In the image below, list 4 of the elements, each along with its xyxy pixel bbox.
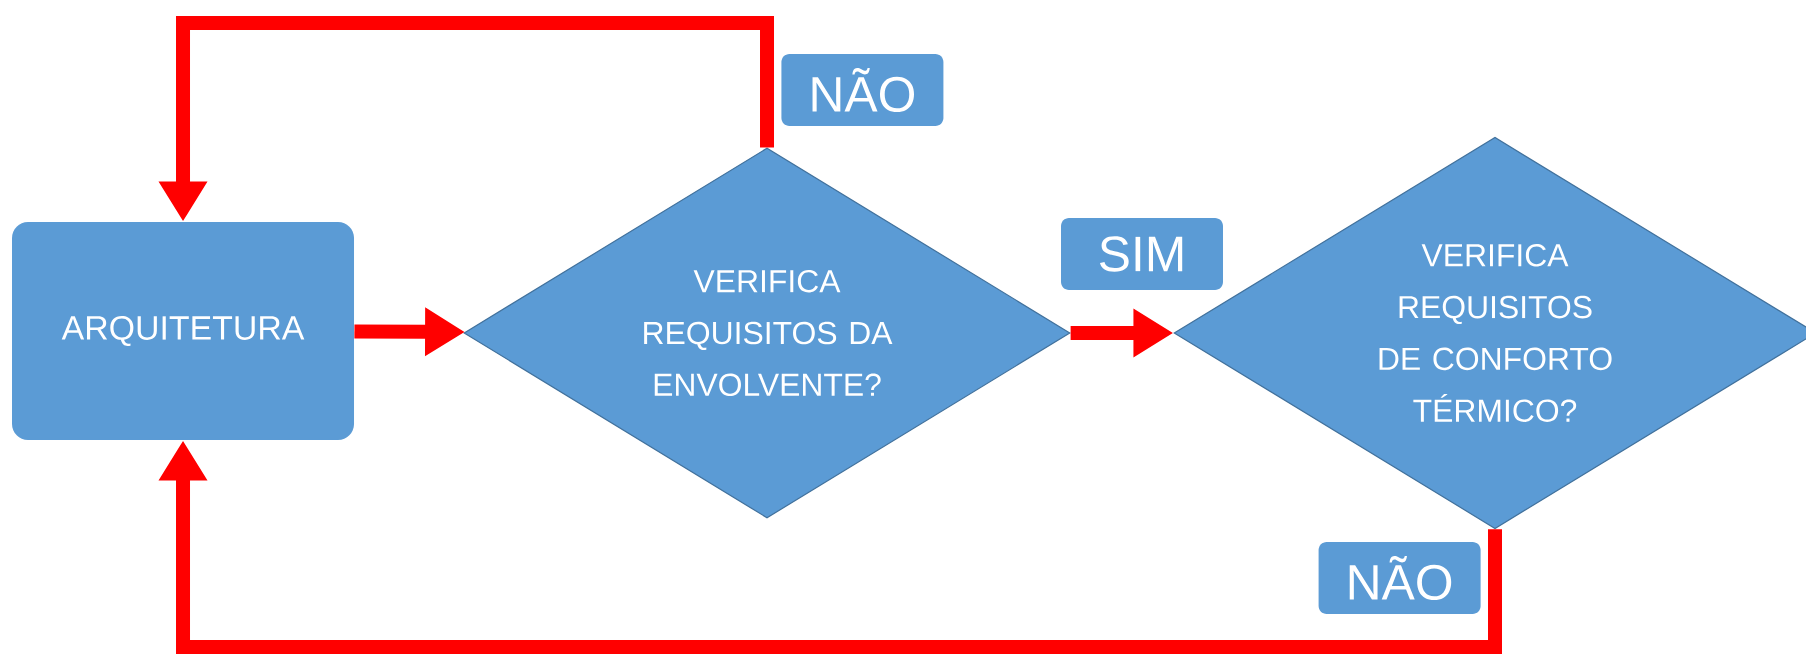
edge-label: NÃO <box>781 54 944 126</box>
process-box: ARQUITETURA <box>12 222 354 440</box>
edge-label: NÃO <box>1318 542 1481 614</box>
edge-label: SIM <box>1061 218 1223 290</box>
